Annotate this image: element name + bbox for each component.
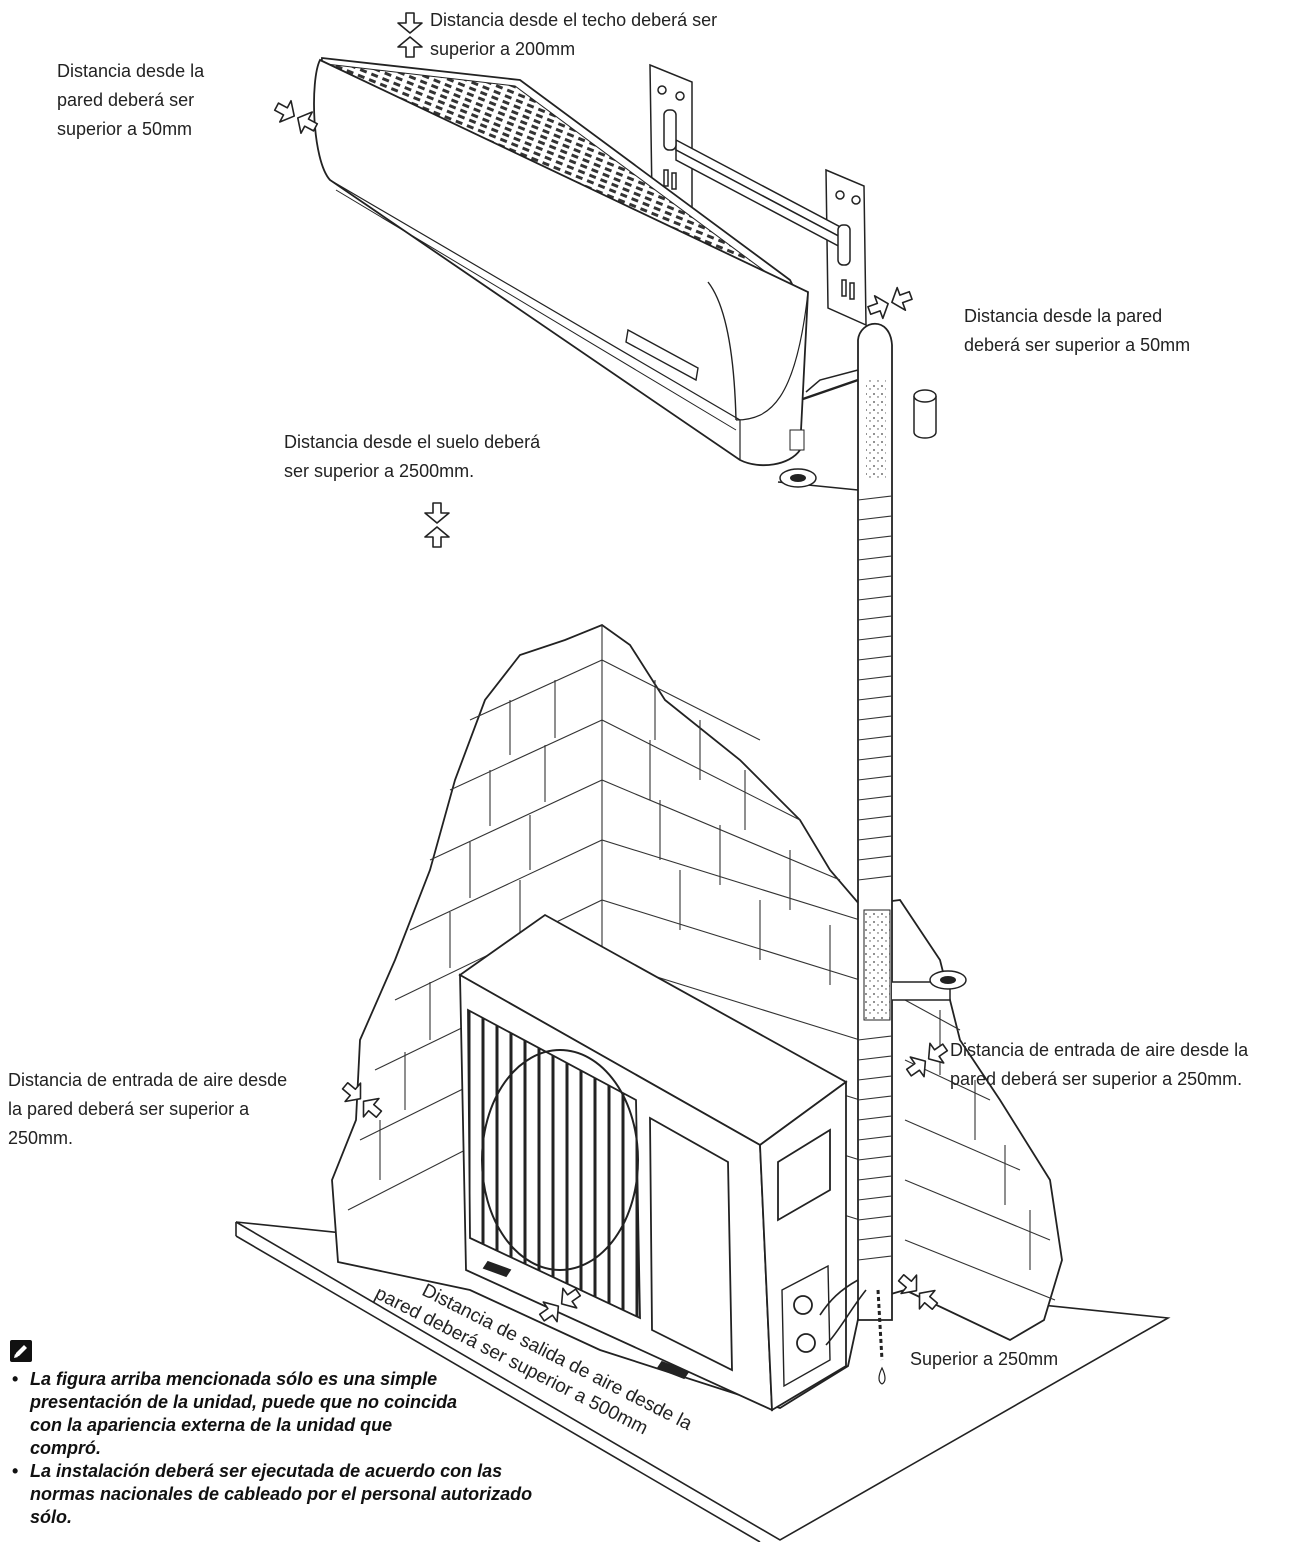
notes-list: La figura arriba mencionada sólo es una … — [10, 1368, 650, 1529]
side-clearance-label: Superior a 250mm — [910, 1349, 1059, 1369]
note-item: La figura arriba mencionada sólo es una … — [10, 1368, 650, 1460]
notes-section: La figura arriba mencionada sólo es una … — [10, 1340, 650, 1529]
note-item: La instalación deberá ser ejecutada de a… — [10, 1460, 650, 1529]
outdoor-unit — [458, 913, 848, 1412]
mounting-plate — [649, 63, 867, 327]
refrigerant-pipe — [777, 323, 967, 1385]
pencil-note-icon — [10, 1340, 32, 1362]
double-arrow-icon — [273, 12, 949, 1323]
right-air-inlet-label: Distancia de entrada de aire desde la pa… — [950, 1040, 1249, 1089]
left-wall-clearance-label: Distancia desde la pared deberá ser supe… — [57, 61, 205, 139]
right-wall-clearance-label: Distancia desde la pared deberá ser supe… — [964, 306, 1191, 355]
floor-clearance-label: Distancia desde el suelo deberá ser supe… — [284, 432, 541, 481]
indoor-unit — [313, 57, 809, 467]
ceiling-clearance-label: Distancia desde el techo deberá ser supe… — [430, 10, 718, 59]
left-air-inlet-label: Distancia de entrada de aire desde la pa… — [8, 1070, 288, 1148]
